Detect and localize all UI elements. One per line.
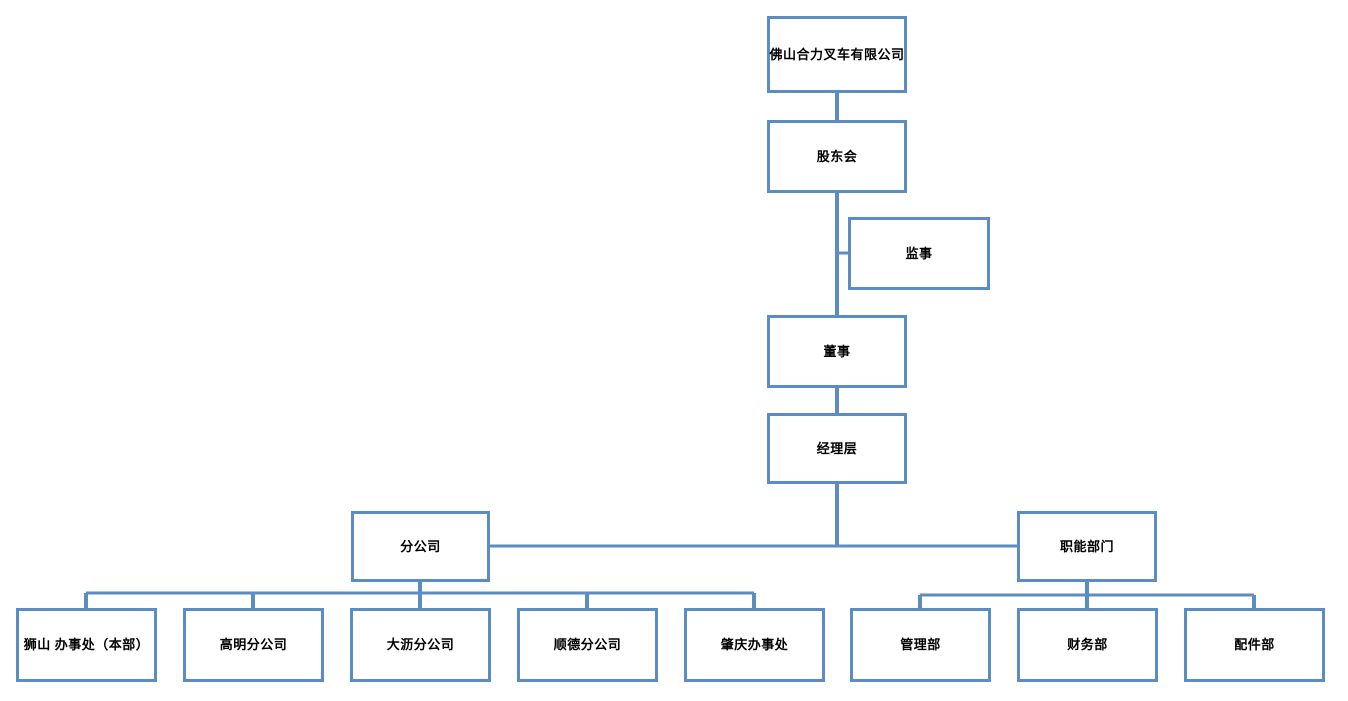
node-branch-companies-label: 分公司 <box>400 538 441 554</box>
node-dali-branch[interactable]: 大沥分公司 <box>350 608 491 682</box>
node-shareholders-meeting-label: 股东会 <box>816 148 858 164</box>
node-gaoming-branch-label: 高明分公司 <box>219 637 288 653</box>
node-supervisor[interactable]: 监事 <box>848 217 990 290</box>
node-shareholders-meeting[interactable]: 股东会 <box>767 120 907 193</box>
node-dali-branch-label: 大沥分公司 <box>386 637 455 653</box>
node-parts-department-label: 配件部 <box>1234 637 1275 653</box>
node-finance-department-label: 财务部 <box>1067 637 1108 653</box>
node-finance-department[interactable]: 财务部 <box>1017 608 1158 682</box>
node-shunde-branch-label: 顺德分公司 <box>553 637 622 653</box>
node-functional-departments-label: 职能部门 <box>1059 538 1114 554</box>
node-director-label: 董事 <box>823 343 851 359</box>
node-management-department[interactable]: 管理部 <box>850 608 991 682</box>
node-branch-companies[interactable]: 分公司 <box>351 511 490 582</box>
node-parts-department[interactable]: 配件部 <box>1184 608 1325 682</box>
node-shunde-branch[interactable]: 顺德分公司 <box>517 608 658 682</box>
node-functional-departments[interactable]: 职能部门 <box>1017 511 1157 582</box>
node-management-layer-label: 经理层 <box>816 440 858 456</box>
node-gaoming-branch[interactable]: 高明分公司 <box>183 608 324 682</box>
node-company[interactable]: 佛山合力叉车有限公司 <box>767 16 907 93</box>
node-director[interactable]: 董事 <box>767 315 907 388</box>
node-zhaoqing-office[interactable]: 肇庆办事处 <box>684 608 825 682</box>
node-management-department-label: 管理部 <box>900 637 941 653</box>
node-supervisor-label: 监事 <box>905 245 933 261</box>
node-management-layer[interactable]: 经理层 <box>767 413 907 484</box>
node-zhaoqing-office-label: 肇庆办事处 <box>720 637 789 653</box>
node-company-label: 佛山合力叉车有限公司 <box>769 46 905 62</box>
node-shishan-office-label: 狮山 办事处（本部） <box>23 637 150 653</box>
node-shishan-office[interactable]: 狮山 办事处（本部） <box>16 608 157 682</box>
